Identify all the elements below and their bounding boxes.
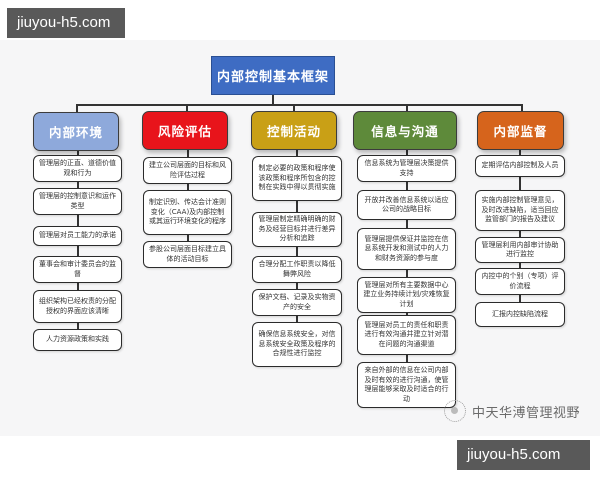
column-header-information-communication: 信息与沟通: [353, 111, 457, 150]
item-internal-env-6: 人力资源政策和实践: [33, 329, 122, 351]
item-supervision-3: 管理层利用内部审计协助进行监控: [475, 237, 565, 263]
item-info-1: 信息系统为管理层决策提供支持: [357, 155, 456, 182]
item-control-4: 保护文档、记录及实物资产的安全: [252, 289, 342, 316]
item-risk-1: 建立公司层面的目标和风险评估过程: [143, 157, 232, 184]
connector-title-down: [272, 95, 274, 105]
column-header-control-activities: 控制活动: [251, 111, 337, 150]
footer-brand-text: 中天华溥管理视野: [472, 405, 581, 421]
item-info-3: 管理层提供保证并监控在信息系统开发和测试中的人力和财务资源的参与度: [357, 228, 456, 270]
item-supervision-2: 实施内部控制管理意见，及时改进缺陷，适当回应监管部门的报告及建议: [475, 190, 565, 231]
item-info-4: 管理层对所有主要数据中心建立业务持续计划/灾难恢复计划: [357, 277, 456, 313]
diagram-title: 内部控制基本框架: [211, 56, 335, 95]
item-control-3: 合理分配工作职责以降低舞弊风险: [252, 256, 342, 283]
item-supervision-1: 定期评估内部控制及人员: [475, 155, 565, 177]
item-internal-env-3: 管理层对员工能力的承诺: [33, 226, 122, 246]
item-supervision-5: 汇报内控缺陷流程: [475, 302, 565, 327]
footer-brand: 中天华溥管理视野: [444, 400, 594, 422]
connector-col4: [406, 104, 408, 112]
watermark-top: jiuyou-h5.com: [7, 8, 125, 38]
connector-col3: [293, 104, 295, 112]
item-internal-env-1: 管理层的正直、道德价值观和行为: [33, 155, 122, 182]
item-internal-env-4: 董事会和审计委员会的监督: [33, 256, 122, 283]
item-risk-3: 参股公司层面目标建立具体的活动目标: [143, 241, 232, 268]
column-header-internal-environment: 内部环境: [33, 112, 119, 151]
item-control-5: 确保信息系统安全，对信息系统安全政策及程序的合规性进行监控: [252, 322, 342, 367]
column-header-internal-supervision: 内部监督: [477, 111, 564, 150]
item-internal-env-2: 管理层的控制意识和运作类型: [33, 188, 122, 215]
connector-col1: [76, 104, 78, 112]
item-internal-env-5: 组织架构已经权责的分配授权的界面应该清晰: [33, 290, 122, 323]
column-header-risk-assessment: 风险评估: [142, 111, 228, 150]
connector-horizontal: [76, 104, 522, 106]
item-control-1: 制定必要的政策和程序使该政策和程序所包含的控制在实践中得以贯彻实施: [252, 156, 342, 201]
item-info-2: 开放并改善信息系统以适应公司的战略目标: [357, 190, 456, 220]
item-info-6: 来自外部的信息在公司内部及时有效的进行沟通，使管理层能够采取及时适合的行动: [357, 362, 456, 408]
wechat-logo-icon: [444, 400, 466, 422]
watermark-bottom: jiuyou-h5.com: [457, 440, 590, 470]
connector-col5: [521, 104, 523, 112]
item-control-2: 管理层制定精确明确的财务及经营目标并进行差异分析和追踪: [252, 212, 342, 247]
item-supervision-4: 内控中的个别（专项）评价流程: [475, 268, 565, 295]
connector-col2: [186, 104, 188, 112]
item-risk-2: 制定识别、传达会计准则变化（CAA)及内部控制或其运行环境变化的程序: [143, 190, 232, 235]
item-info-5: 管理层对员工的责任和职责进行有效沟通并建立针对潜在问题的沟通渠道: [357, 315, 456, 355]
